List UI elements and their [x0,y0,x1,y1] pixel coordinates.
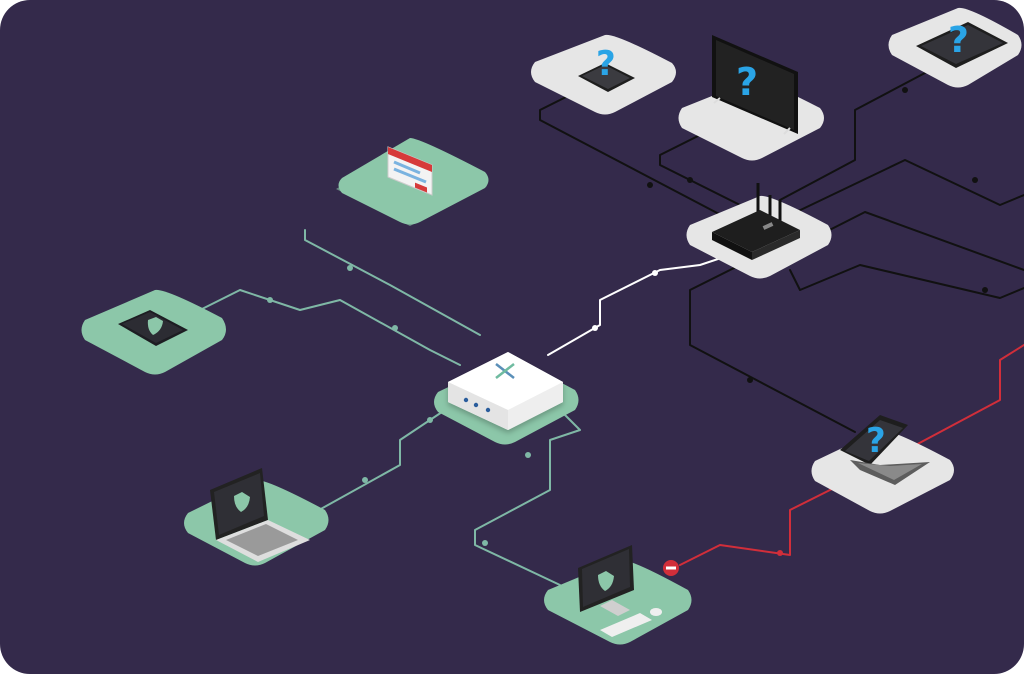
browser-window-tile[interactable] [336,138,489,226]
unknown-mark: ? [948,20,969,61]
line-dot [267,297,273,303]
protected-link [304,229,481,336]
unknown-mark: ? [866,421,886,461]
protected-link [199,289,461,366]
line-dot [362,477,368,483]
unprotected-link [779,64,941,201]
no-entry-icon [663,560,679,576]
tv-unknown-tile[interactable]: ? [678,35,825,161]
laptop-question-icon: ? [840,415,930,485]
phone-question-icon: ? [578,44,635,92]
laptop-unknown-tile[interactable]: ? [811,415,955,514]
line-markers [267,87,988,556]
phone-unknown-tile[interactable]: ? [531,34,676,115]
line-dot [687,177,693,183]
line-dot [972,177,978,183]
hub-device [448,352,563,430]
unprotected-link [539,89,741,226]
desktop-shield-icon [578,545,662,637]
smartphone-shield-icon [118,310,188,346]
browser-window-icon [387,146,433,196]
line-dot [902,87,908,93]
tv-question-icon: ? [712,35,798,135]
line-dot [525,452,531,458]
smartphone-tile[interactable] [81,289,227,375]
line-dot [427,417,433,423]
line-dot [482,540,488,546]
router-icon [712,183,800,260]
desktop-tile[interactable] [544,545,692,645]
hub-tile[interactable] [434,352,579,445]
line-dot [592,325,598,331]
router-tile[interactable] [686,183,832,279]
unprotected-link [789,159,1024,216]
line-dot [982,287,988,293]
line-dot [392,325,398,331]
unknown-mark: ? [596,44,616,84]
protected-link [474,414,581,586]
line-dot [647,182,653,188]
unprotected-link [689,264,856,433]
laptop-tile[interactable] [184,468,329,566]
unprotected-link [789,264,1024,299]
x-logo-icon [495,363,515,379]
line-dot [652,270,658,276]
line-dot [347,265,353,271]
unknown-mark: ? [736,60,758,104]
router-uplink [547,244,761,356]
line-dot [747,377,753,383]
blocked-link [679,344,1024,566]
line-dot [777,550,783,556]
tablet-question-icon: ? [916,20,1008,68]
tablet-unknown-tile[interactable]: ? [888,7,1022,88]
laptop-shield-icon [210,468,310,562]
